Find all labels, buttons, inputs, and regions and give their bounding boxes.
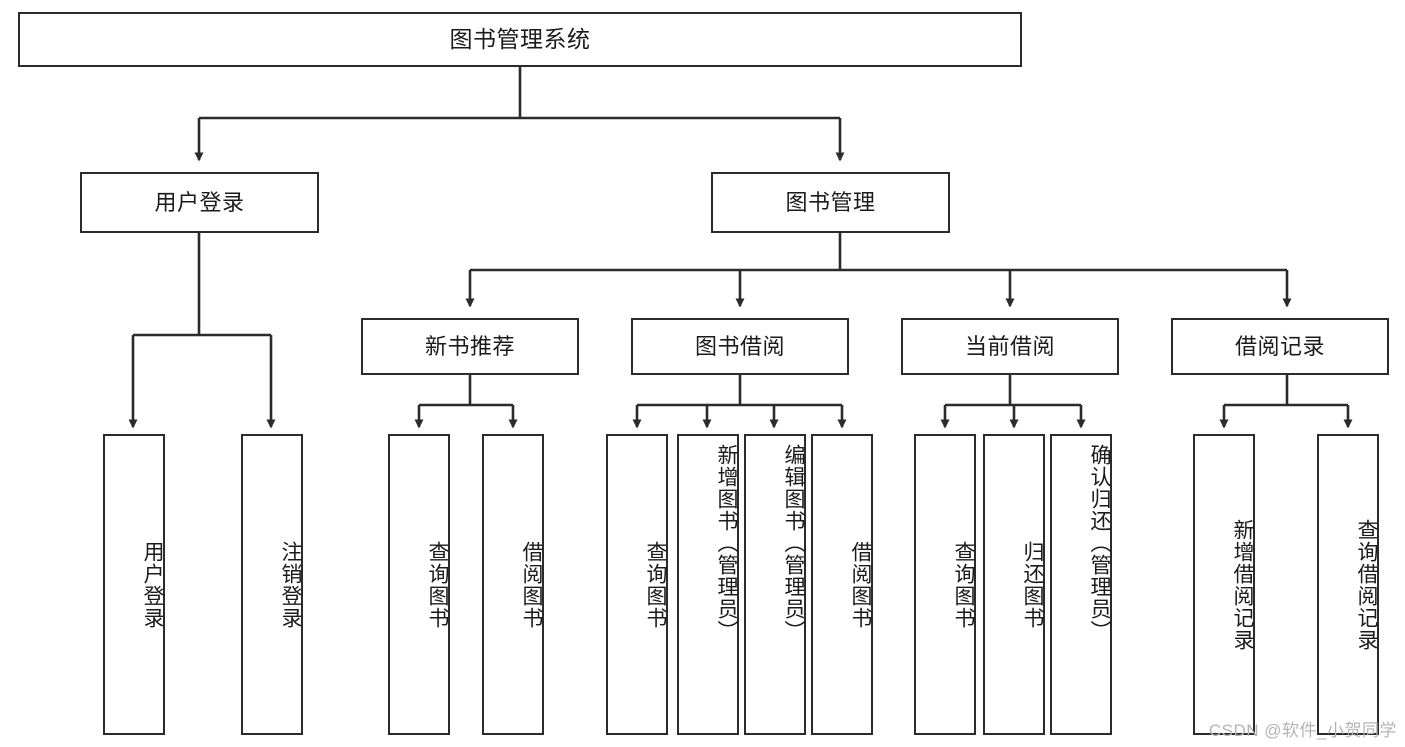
node-user-login[interactable]: 用户登录 [80,172,319,233]
node-leaf-add-borrow-record[interactable]: 新增借阅记录 [1193,434,1255,735]
node-label: 借阅图书 [520,540,543,629]
node-leaf-user-login[interactable]: 用户登录 [103,434,165,735]
node-leaf-query-book-borrow[interactable]: 查询图书 [606,434,668,735]
node-label: 确认归还（管理员） [1088,444,1111,642]
node-root-system[interactable]: 图书管理系统 [18,12,1022,67]
node-leaf-add-book-admin[interactable]: 新增图书（管理员） [677,434,739,735]
node-leaf-logout[interactable]: 注销登录 [241,434,303,735]
node-label: 归还图书 [1021,540,1044,629]
node-label: 注销登录 [279,540,302,629]
node-leaf-query-book-recommend[interactable]: 查询图书 [388,434,450,735]
node-leaf-confirm-return-admin[interactable]: 确认归还（管理员） [1050,434,1112,735]
node-leaf-query-book-current[interactable]: 查询图书 [914,434,976,735]
node-label: 图书管理系统 [449,25,591,52]
node-leaf-return-book[interactable]: 归还图书 [983,434,1045,735]
node-label: 用户登录 [141,540,164,629]
node-leaf-query-borrow-record[interactable]: 查询借阅记录 [1317,434,1379,735]
node-label: 借阅记录 [1234,333,1325,359]
node-borrow-record[interactable]: 借阅记录 [1171,318,1389,375]
node-label: 用户登录 [154,189,245,215]
node-label: 编辑图书（管理员） [782,444,805,642]
node-leaf-borrow-book[interactable]: 借阅图书 [811,434,873,735]
node-book-management[interactable]: 图书管理 [711,172,950,233]
node-new-book-recommend[interactable]: 新书推荐 [361,318,579,375]
node-label: 新增借阅记录 [1231,518,1254,651]
node-label: 图书借阅 [694,333,785,359]
node-book-borrow[interactable]: 图书借阅 [631,318,849,375]
watermark-text: CSDN @软件_小贺同学 [1208,721,1397,740]
node-label: 查询图书 [952,540,975,629]
node-label: 图书管理 [785,189,876,215]
node-current-borrow[interactable]: 当前借阅 [901,318,1119,375]
node-label: 新增图书（管理员） [715,444,738,642]
node-label: 新书推荐 [424,333,515,359]
node-label: 查询图书 [644,540,667,629]
node-leaf-edit-book-admin[interactable]: 编辑图书（管理员） [744,434,806,735]
node-label: 借阅图书 [849,540,872,629]
node-label: 当前借阅 [964,333,1055,359]
node-leaf-borrow-book-recommend[interactable]: 借阅图书 [482,434,544,735]
node-label: 查询图书 [426,540,449,629]
node-label: 查询借阅记录 [1355,518,1378,651]
